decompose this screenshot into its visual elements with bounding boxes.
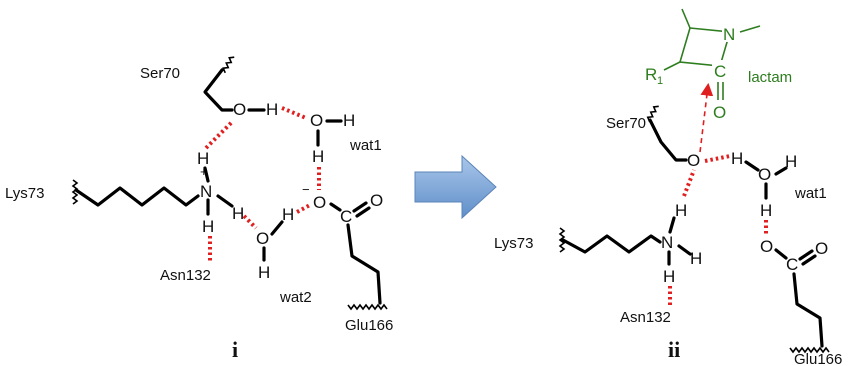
lactam-nitrogen: N [723, 25, 735, 44]
lactam-n-mask [722, 22, 740, 42]
wat2-oxygen: O [256, 229, 269, 248]
wat1-ii-hydrogen-down: H [760, 201, 772, 220]
lactam-oxygen: O [713, 103, 726, 122]
lys73-ii-chain [561, 234, 662, 254]
hbond-lys-ii-ser [682, 169, 696, 197]
lactam-c-mask [712, 60, 728, 80]
asn132-label: Asn132 [160, 267, 211, 284]
hbond-wat2-glu [296, 203, 311, 214]
glu166-ii-chain [792, 272, 824, 348]
nucleophilic-attack-arrow [699, 82, 714, 153]
lys73-ii-wavy-bond [558, 227, 566, 253]
ser70-wavy-bond [222, 56, 235, 74]
panel-i: Ser70 O H O H H wat1 Lys73 N + H H H Asn… [5, 56, 393, 362]
glu166-ii-wavy-bond [789, 346, 830, 354]
ser70-label: Ser70 [140, 65, 180, 82]
panel-ii: N R 1 C O lactam Ser70 O H O H wat1 H O … [494, 8, 842, 366]
wat1-ii-label: wat1 [794, 185, 827, 202]
wat1-oxygen: O [310, 111, 323, 130]
glu166-wavy-bond [347, 303, 388, 311]
glu166-ii-carbon: C [786, 255, 798, 274]
glu166-ii-double-bond-a [798, 249, 814, 261]
wat1-hydrogen-right: H [343, 111, 355, 130]
glu166-label: Glu166 [345, 317, 393, 334]
ser70-ii-wavy-bond [646, 105, 659, 123]
lys73-nh-bond-right [216, 194, 234, 208]
wat2-hydrogen-down: H [258, 263, 270, 282]
ser70-ii-oxygen: O [687, 151, 700, 170]
lys73-ii-nitrogen: N [661, 233, 673, 252]
ser70-chain [203, 68, 234, 112]
lys73-hydrogen-up: H [197, 149, 209, 168]
ser70-ii-hydrogen: H [731, 149, 743, 168]
wat1-ii-oh-bond-right [774, 166, 788, 176]
glu166-carbon: C [340, 207, 352, 226]
lys73-nh-bond-up [203, 166, 210, 183]
lactam-top-methyl-bond [681, 8, 691, 29]
hbond-lys-ser [204, 120, 234, 150]
panel-i-label: i [232, 337, 238, 362]
lys73-wavy-bond [71, 179, 79, 205]
lys73-ii-nh-bond-up [668, 216, 676, 234]
lys73-hydrogen-right: H [232, 204, 244, 223]
hbond-lys-wat2 [242, 214, 258, 230]
lys73-ii-hydrogen-right: H [690, 249, 702, 268]
glu166-ii-double-bond-b [801, 254, 817, 266]
lactam-r1: R [645, 65, 657, 84]
glu166-co-bond [329, 202, 342, 212]
hbond-ser-ii-wat1 [704, 154, 731, 163]
lactam-r1-bond [663, 61, 681, 71]
wat2-label: wat2 [279, 289, 312, 306]
asn132-ii-label: Asn132 [620, 309, 671, 326]
lys73-chain [74, 186, 200, 207]
panel-ii-label: ii [668, 337, 680, 362]
lactam-r1-subscript: 1 [657, 75, 663, 87]
glu166-double-bond-a [352, 201, 368, 213]
ser70-oxygen: O [233, 100, 246, 119]
lys73-ii-label: Lys73 [494, 235, 533, 252]
lys73-ii-nh-bond-right [677, 244, 692, 256]
lys73-nitrogen: N [200, 182, 212, 201]
lys73-hydrogen-down: H [202, 217, 214, 236]
glu166-ii-oxygen-carbonyl: O [815, 239, 828, 258]
glu166-oxygen-minus: O [313, 193, 326, 212]
glu166-ii-co-bond [774, 248, 788, 260]
wat1-hydrogen-down: H [312, 147, 324, 166]
glu166-chain [346, 223, 382, 305]
wat2-hydrogen-up: H [282, 205, 294, 224]
ser70-ii-chain [648, 118, 688, 162]
wat1-ii-hydrogen-right: H [785, 152, 797, 171]
ser70-hydrogen: H [266, 100, 278, 119]
wat1-label: wat1 [349, 137, 382, 154]
hbond-ser-wat1 [281, 106, 307, 120]
reaction-arrow-icon [414, 154, 497, 220]
lactam-n-methyl-bond [739, 25, 761, 33]
glu166-ii-label: Glu166 [794, 351, 842, 366]
glu166-ii-oxygen: O [760, 237, 773, 256]
wat2-oh-bond-up [270, 220, 284, 236]
glu166-minus-charge: − [302, 182, 310, 197]
glu166-oxygen-carbonyl: O [370, 191, 383, 210]
lys73-ii-hydrogen-up: H [675, 201, 687, 220]
wat1-ii-oxygen: O [758, 165, 771, 184]
ser70-ii-label: Ser70 [606, 115, 646, 132]
lys73-label: Lys73 [5, 185, 44, 202]
wat1-ii-oh-bond-left [744, 160, 760, 172]
lys73-plus-charge: + [200, 164, 208, 179]
lactam-label: lactam [748, 69, 792, 86]
glu166-double-bond-b [355, 206, 371, 218]
lactam-carbon: C [714, 62, 726, 81]
lys73-ii-hydrogen-down: H [663, 267, 675, 286]
